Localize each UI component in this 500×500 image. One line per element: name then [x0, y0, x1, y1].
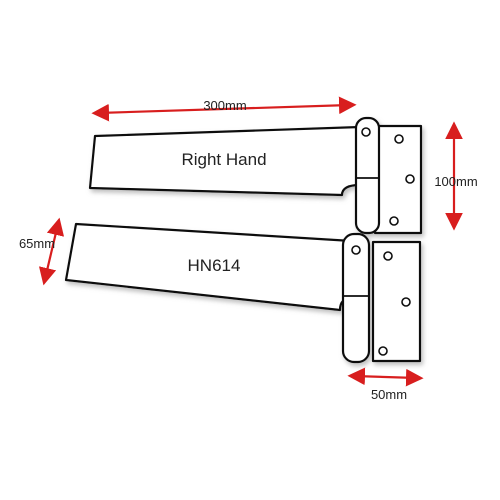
plate-width-label: 50mm: [371, 387, 407, 402]
strap-width-label: 65mm: [19, 236, 55, 251]
top-hinge-screw-hole: [405, 174, 415, 184]
top-hinge-knuckle: [354, 116, 381, 235]
strap-width-arrow: [38, 217, 65, 286]
strap-length-arrow: [91, 96, 357, 122]
bottom-hinge-screw-hole: [401, 297, 411, 307]
top-hinge-screw-hole: [389, 216, 399, 226]
bottom-hinge-plate: [371, 240, 422, 363]
bottom-hinge-screw-hole: [383, 251, 393, 261]
strap-length-label: 300mm: [203, 98, 246, 113]
bottom-hinge-label: HN614: [188, 256, 241, 275]
top-hinge-screw-hole: [361, 127, 371, 137]
top-hinge-label: Right Hand: [181, 150, 266, 169]
plate-height-label: 100mm: [434, 174, 477, 189]
bottom-hinge-knuckle: [341, 232, 371, 364]
bottom-hinge-screw-hole: [378, 346, 388, 356]
plate-width-arrow: [347, 367, 424, 387]
bottom-hinge-screw-hole: [351, 245, 361, 255]
bottom-hinge: [64, 222, 422, 364]
top-hinge: [88, 116, 423, 235]
top-hinge-screw-hole: [394, 134, 404, 144]
